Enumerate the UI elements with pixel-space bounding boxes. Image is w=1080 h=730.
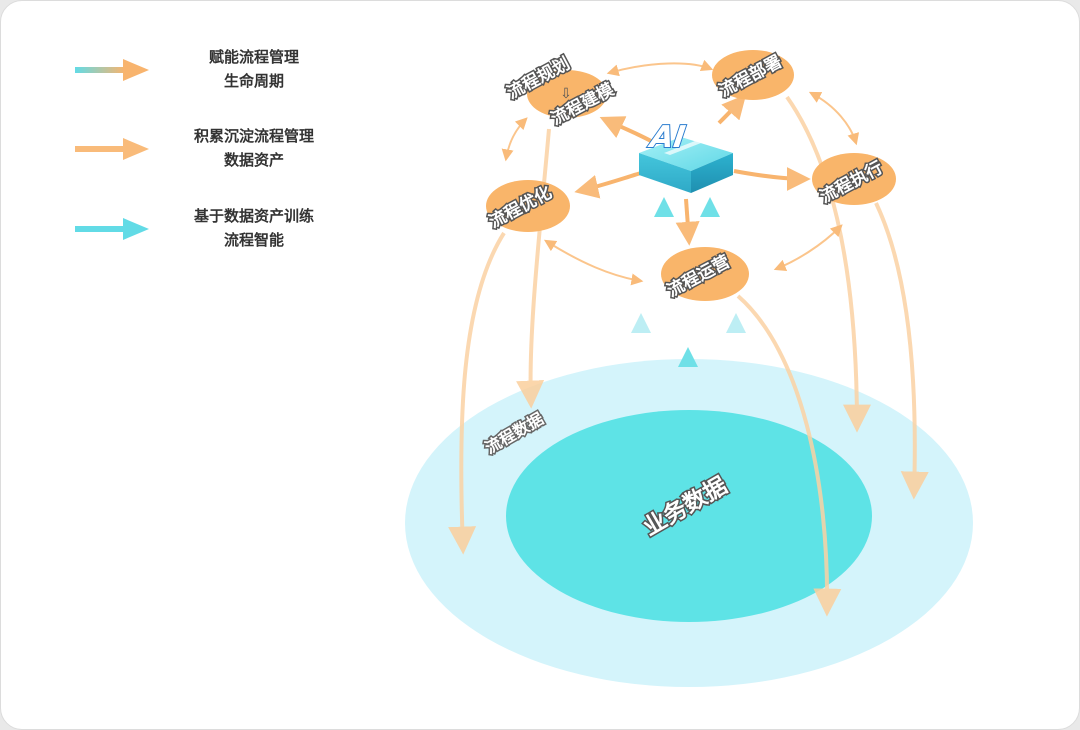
node-optimize [486,180,570,232]
link-planning-deploy [606,59,714,77]
link-optimize-planning [501,117,528,162]
node-operate [661,247,749,301]
orange-arrow-icon [75,138,149,160]
arc-optimize-down [448,231,506,555]
ai-arrow-execute [733,166,811,191]
ai-label: AI [646,120,687,155]
ai-arrow-operate [675,198,700,246]
arc-deploy-down [785,95,871,433]
legend-item-data-assets: 积累沉淀流程管理 数据资产 [73,124,353,180]
link-execute-operate [773,224,843,272]
legend-line: 生命周期 [223,72,284,90]
cyan-arrow-icon [75,218,149,240]
link-optimize-operate [543,239,644,286]
legend-line: 数据资产 [223,151,284,169]
ai-arrow-deploy [717,94,747,125]
business-data-core [506,410,872,622]
node-planning [527,70,607,118]
ai-arrow-modeling [599,116,652,143]
legend-line: 积累沉淀流程管理 [193,127,314,145]
legend-line: 基于数据资产训练 [193,207,314,225]
link-deploy-execute [808,91,860,146]
node-execute [812,153,896,205]
legend-text: 基于数据资产训练 流程智能 [169,204,339,252]
legend-item-lifecycle: 赋能流程管理 生命周期 [73,45,353,101]
node-deploy [712,50,794,100]
legend-text: 积累沉淀流程管理 数据资产 [169,124,339,172]
arrow-down-icon: ⇩ [560,86,572,102]
gradient-arrow-icon [75,59,149,81]
legend-line: 赋能流程管理 [208,48,299,66]
ai-arrow-optimize [574,171,642,199]
arc-modeling-down [516,128,551,409]
legend-text: 赋能流程管理 生命周期 [169,45,339,93]
legend-item-intelligence: 基于数据资产训练 流程智能 [73,204,353,260]
legend: 赋能流程管理 生命周期 积累沉淀流程管理 数据资产 基于数据资产训练 流程智能 [1,1,361,281]
arc-operate-down [736,294,842,617]
arc-execute-down [874,202,929,500]
legend-line: 流程智能 [223,231,284,249]
ai-block [639,137,733,193]
